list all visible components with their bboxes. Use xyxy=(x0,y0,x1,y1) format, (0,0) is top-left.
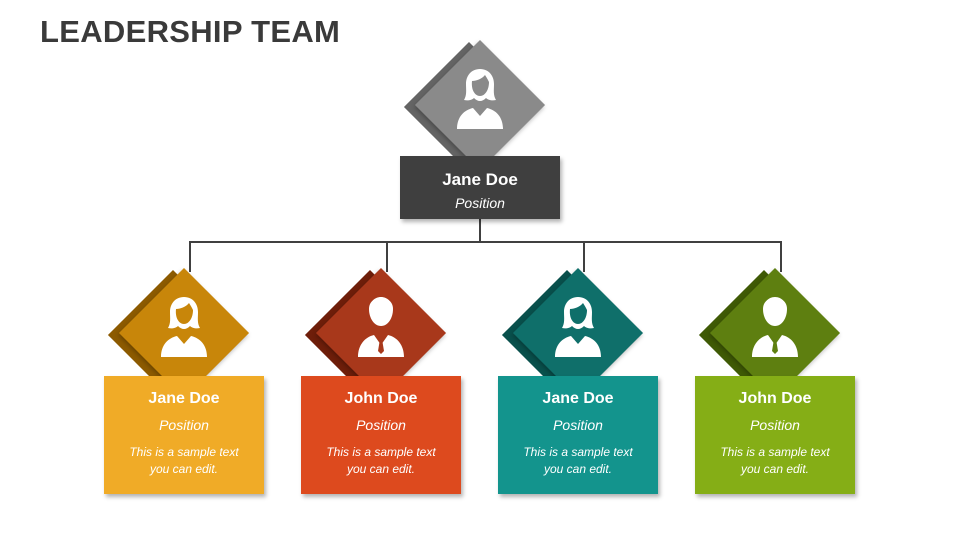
member-name: Jane Doe xyxy=(542,390,614,407)
description-line: This is a sample text xyxy=(326,445,436,459)
member-name: John Doe xyxy=(344,390,418,407)
female-person-icon xyxy=(457,69,503,129)
member-position: Position xyxy=(356,417,406,433)
member-name: John Doe xyxy=(738,390,812,407)
member-description: This is a sample text you can edit. xyxy=(695,444,855,478)
member-position: Position xyxy=(750,417,800,433)
description-line: you can edit. xyxy=(149,462,219,476)
female-person-icon xyxy=(157,293,211,357)
description-line: you can edit. xyxy=(543,462,613,476)
male-person-icon xyxy=(354,293,408,357)
female-person-icon xyxy=(161,297,207,357)
member-card-1: Jane Doe Position This is a sample text … xyxy=(104,376,264,494)
male-person-icon xyxy=(752,297,798,357)
male-person-icon xyxy=(358,297,404,357)
leader-name: Jane Doe xyxy=(442,170,518,189)
female-person-icon xyxy=(453,65,507,129)
description-line: This is a sample text xyxy=(523,445,633,459)
description-line: This is a sample text xyxy=(129,445,239,459)
top-avatar-diamond xyxy=(403,39,546,173)
leader-position: Position xyxy=(455,195,505,211)
member-avatar-diamond-3 xyxy=(501,267,644,401)
member-name: Jane Doe xyxy=(148,390,220,407)
female-person-icon xyxy=(551,293,605,357)
member-description: This is a sample text you can edit. xyxy=(104,444,264,478)
member-description: This is a sample text you can edit. xyxy=(301,444,461,478)
member-position: Position xyxy=(553,417,603,433)
description-line: you can edit. xyxy=(740,462,810,476)
member-avatar-diamond-2 xyxy=(304,267,447,401)
member-card-3: Jane Doe Position This is a sample text … xyxy=(498,376,658,494)
male-person-icon xyxy=(748,293,802,357)
member-card-2: John Doe Position This is a sample text … xyxy=(301,376,461,494)
member-card-4: John Doe Position This is a sample text … xyxy=(695,376,855,494)
member-description: This is a sample text you can edit. xyxy=(498,444,658,478)
member-avatar-diamond-4 xyxy=(698,267,841,401)
slide-title: LEADERSHIP TEAM xyxy=(40,14,341,49)
female-person-icon xyxy=(555,297,601,357)
member-avatar-diamond-1 xyxy=(107,267,250,401)
member-position: Position xyxy=(159,417,209,433)
description-line: This is a sample text xyxy=(720,445,830,459)
description-line: you can edit. xyxy=(346,462,416,476)
top-leader-box: Jane Doe Position xyxy=(400,156,560,219)
